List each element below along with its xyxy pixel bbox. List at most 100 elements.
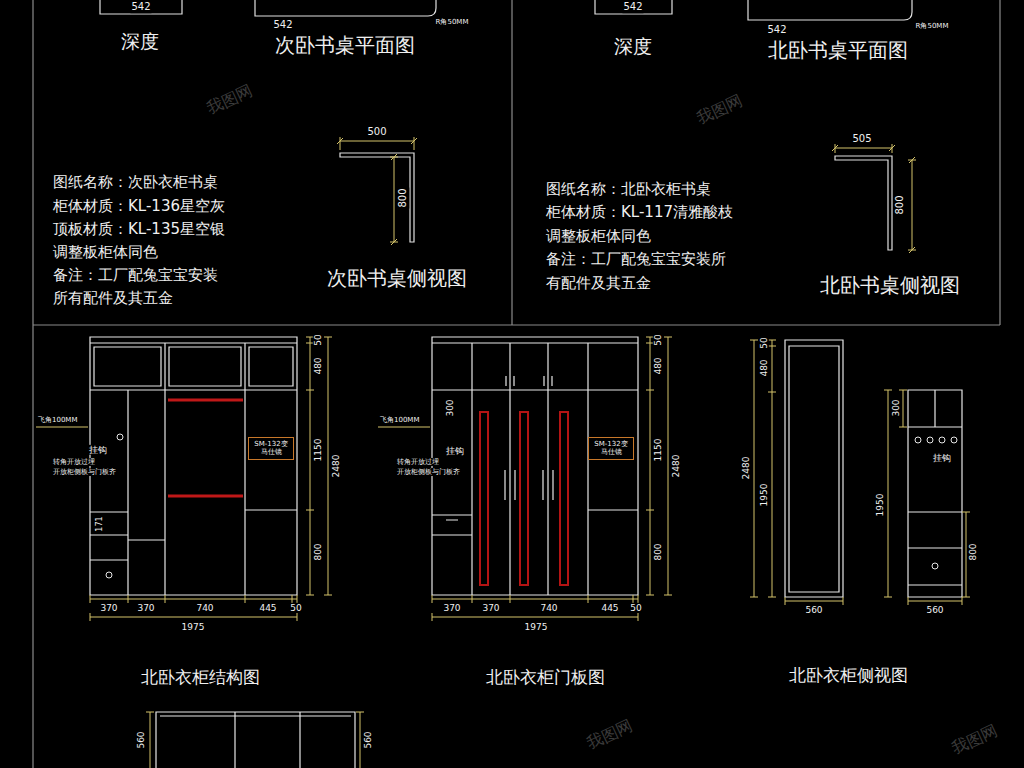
dimension-lines [146, 712, 364, 768]
view-title: 北卧书桌侧视图 [819, 274, 961, 297]
watermark: 我图网 [948, 721, 1001, 759]
hook-ring [915, 437, 921, 443]
watermark: 我图网 [583, 716, 636, 754]
note: 开放柜侧板与门板齐 [52, 468, 117, 476]
dimension: 740 [195, 603, 214, 613]
spec-note: 顶板材质：KL-135星空银 [52, 221, 226, 238]
spec-note: 图纸名称：次卧衣柜书桌 [52, 174, 219, 191]
dimension: 560 [804, 605, 823, 615]
dimension: 800 [653, 542, 663, 561]
dimension: 1950 [759, 483, 769, 508]
dimension: 370 [99, 603, 118, 613]
desk-plan-outline [595, 0, 912, 20]
hook-ring [939, 437, 945, 443]
dimension: 560 [136, 730, 146, 749]
dimension: 2480 [331, 454, 341, 479]
dimension: 2480 [671, 454, 681, 479]
dimension: 480 [759, 358, 769, 377]
spec-note: 备注：工厂配兔宝宝安装所 [545, 251, 727, 268]
dimension: 370 [442, 603, 461, 613]
dimension-lines [832, 144, 916, 253]
panel-frame [33, 0, 1000, 768]
spec-note: 柜体材质：KL-117清雅酸枝 [545, 204, 734, 221]
note: R角50MM [435, 18, 470, 26]
dimension: 800 [894, 194, 906, 215]
dimension: 800 [968, 542, 978, 561]
spec-note: 图纸名称：北卧衣柜书桌 [545, 181, 712, 198]
mirror-label: SM-132变 马仕镜 [252, 440, 290, 457]
view-title: 次卧书桌平面图 [274, 34, 416, 57]
view-title: 北卧衣柜门板图 [485, 668, 606, 688]
mirror-label: SM-132变 马仕镜 [592, 440, 630, 457]
desk-side-outline [835, 156, 892, 250]
view-title: 次卧书桌侧视图 [326, 267, 468, 290]
wardrobe-plan-partial [156, 712, 355, 768]
dimension: 542 [272, 19, 293, 31]
dimension: 1950 [875, 493, 885, 518]
dimension: 480 [313, 356, 323, 375]
wardrobe-side [785, 340, 962, 597]
note: 开放柜侧板与门板齐 [396, 468, 461, 476]
dimension: 445 [600, 603, 619, 613]
note: 转角开放过埋 [396, 458, 440, 466]
note: 转角开放过埋 [52, 458, 96, 466]
hanging-rail [168, 400, 243, 496]
dimension-lines [36, 337, 332, 621]
wardrobe-structure [90, 337, 297, 595]
dimension: 800 [313, 542, 323, 561]
dimension: 740 [539, 603, 558, 613]
dimension: 300 [445, 398, 455, 417]
spec-note: 调整板柜体同色 [52, 244, 159, 261]
spec-note: 备注：工厂配兔宝宝安装 [52, 267, 219, 284]
part-name: 挂钩 [445, 446, 465, 456]
dimension: 50 [653, 333, 663, 346]
part-name: 挂钩 [88, 445, 108, 455]
desk-side-outline [340, 153, 414, 242]
view-title: 深度 [120, 31, 160, 53]
spec-note: 所有配件及其五金 [52, 290, 174, 307]
view-title: 深度 [613, 36, 653, 58]
mirror-box: SM-132变 马仕镜 [248, 437, 294, 460]
dimension: 542 [766, 24, 787, 36]
drawer-knob [106, 572, 112, 578]
dimension: 500 [366, 126, 387, 138]
hook-ring [951, 437, 957, 443]
hook-ring [117, 434, 123, 440]
dimension: 1150 [313, 438, 323, 463]
part-name: 挂钩 [932, 453, 952, 463]
spec-note: 调整板柜体同色 [545, 228, 652, 245]
dimension: 1975 [524, 622, 549, 632]
hook-ring [927, 437, 933, 443]
dimension: 445 [258, 603, 277, 613]
desk-plan-outline [100, 0, 436, 16]
dimension: 370 [481, 603, 500, 613]
dimension: 370 [136, 603, 155, 613]
door-handle [480, 412, 568, 585]
dimension: 505 [851, 133, 872, 145]
dimension-lines [337, 137, 417, 245]
dimension: 480 [653, 356, 663, 375]
spec-note: 有配件及其五金 [545, 275, 652, 292]
view-title: 北卧书桌平面图 [767, 39, 909, 62]
view-title: 北卧衣柜结构图 [140, 668, 261, 688]
view-title: 北卧衣柜侧视图 [788, 666, 909, 686]
dimension: 542 [130, 1, 151, 13]
dimension: 300 [891, 398, 901, 417]
watermark: 我图网 [693, 91, 746, 129]
dimension: 50 [759, 336, 769, 349]
dimension: 2480 [741, 456, 751, 481]
note: R角50MM [915, 22, 950, 30]
dimension-lines [750, 340, 970, 605]
mirror-box: SM-132变 马仕镜 [588, 437, 634, 460]
dimension: 50 [289, 603, 302, 613]
dimension: 560 [363, 730, 373, 749]
dimension: 171 [95, 515, 104, 532]
note: 飞角100MM [37, 416, 78, 424]
dimension: 1975 [181, 622, 206, 632]
wardrobe-doors [432, 337, 638, 595]
dimension: 800 [397, 187, 409, 208]
drawer-knob [932, 563, 938, 569]
